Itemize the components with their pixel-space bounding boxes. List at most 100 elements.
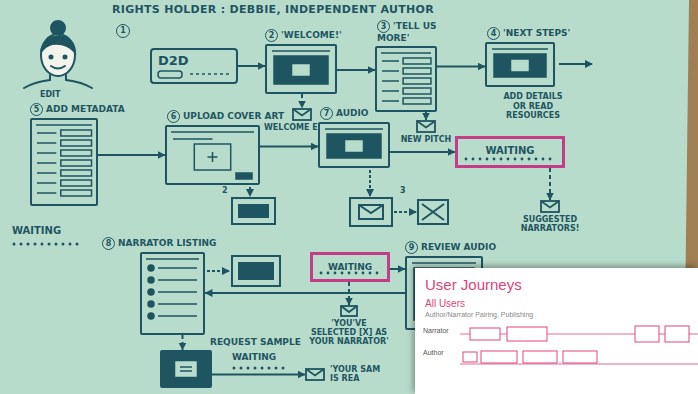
- sketch-circle: [479, 158, 482, 161]
- screen-heading: 4'NEXT STEPS': [487, 27, 592, 40]
- wireframe-strokes: [417, 121, 435, 132]
- screen-title: REQUEST SAMPLE: [210, 337, 301, 347]
- wireframe-strokes: [272, 51, 330, 84]
- step-number: 2: [265, 29, 278, 42]
- sketch-circle: [542, 158, 545, 161]
- step-number: 3: [377, 20, 390, 33]
- platform-box: D2D: [150, 48, 238, 84]
- wireframe-strokes: [293, 109, 311, 120]
- sketch-circle: [521, 158, 524, 161]
- sketch-rect: [403, 78, 431, 84]
- sketch-rect: [507, 327, 547, 341]
- waiting-text: WAITING: [328, 262, 372, 272]
- sketch-rect: [481, 351, 517, 363]
- wireframe-screen: 4'NEXT STEPS': [485, 42, 555, 87]
- wireframe-screen: [232, 198, 275, 224]
- dot-row: [14, 243, 82, 246]
- callout-number: 2: [222, 186, 228, 196]
- wireframe-detail: [32, 120, 96, 204]
- row-label: Author: [423, 349, 444, 357]
- wireframe-detail: [416, 120, 436, 133]
- sketch-rect: [236, 173, 252, 179]
- wireframe-screen: [232, 256, 280, 286]
- sketch-circle: [327, 272, 330, 275]
- wireframe-detail: [267, 46, 335, 92]
- sketch-rect: [293, 109, 311, 120]
- screen-fill: [238, 204, 269, 218]
- sketch-line: [272, 50, 330, 52]
- row-label: Narrator: [423, 327, 449, 335]
- wireframe-strokes: [465, 158, 552, 161]
- sketch-rect: [512, 61, 528, 71]
- step-number: 5: [30, 103, 43, 116]
- sketch-rect: [494, 54, 546, 77]
- dot-row: [234, 367, 290, 370]
- sketch-rect: [403, 88, 431, 94]
- sketch-rect: [341, 306, 357, 316]
- callout-number: 3: [400, 186, 406, 196]
- sketch-rect: [194, 144, 230, 170]
- wireframe-detail: [487, 44, 553, 85]
- wireframe-screen: 2'WELCOME!': [265, 44, 337, 94]
- sketch-rect: [61, 160, 92, 166]
- waiting-box: WAITING: [310, 252, 390, 282]
- wireframe-strokes: [325, 129, 383, 158]
- envelope-icon: [359, 205, 383, 219]
- author-portrait: [24, 21, 92, 88]
- sketch-path: [208, 152, 218, 162]
- step-number: 8: [102, 237, 115, 250]
- sketch-line: [382, 70, 399, 72]
- hair: [41, 36, 75, 52]
- wireframe-strokes: [306, 369, 324, 380]
- sketch-line: [382, 60, 399, 62]
- wireframe-detail: [162, 352, 210, 386]
- sketch-line: [382, 80, 399, 82]
- sketch-line: [382, 90, 399, 92]
- sketch-circle: [369, 272, 372, 275]
- wireframe-screen: 6UPLOAD COVER ART: [165, 125, 260, 185]
- sketch-rect: [61, 140, 92, 146]
- screen-heading: 9REVIEW AUDIO: [405, 241, 505, 254]
- waiting-box: WAITING: [455, 136, 565, 168]
- sketch-line: [158, 303, 197, 305]
- sketch-rect: [463, 352, 477, 362]
- sketch-line: [37, 152, 56, 154]
- step-number: 6: [167, 110, 180, 123]
- sketch-line: [36, 124, 92, 126]
- step-number: 4: [487, 27, 500, 40]
- sketch-path: [341, 306, 357, 312]
- screen-title: UPLOAD COVER ART: [183, 111, 284, 121]
- sketch-line: [412, 262, 476, 264]
- eye: [64, 56, 67, 59]
- sketch-circle: [355, 272, 358, 275]
- mouth: [51, 66, 65, 69]
- wireframe-screen: 5ADD METADATA: [30, 118, 98, 206]
- screen-heading: 2'WELCOME!': [265, 29, 360, 42]
- sketch-circle: [334, 272, 337, 275]
- email-envelope: 'YOUR SAM IS REA: [305, 368, 325, 381]
- sketch-rect: [61, 190, 92, 196]
- wireframe-strokes: [492, 49, 548, 77]
- eye: [50, 56, 53, 59]
- sketch-line: [158, 267, 197, 269]
- wireframe-strokes: [541, 201, 559, 212]
- panel-subtitle: All Users: [425, 298, 688, 310]
- sketch-line: [382, 100, 399, 102]
- sketch-rect: [293, 65, 309, 75]
- flow-arrow: [238, 65, 265, 67]
- wireframe-detail: [167, 127, 258, 183]
- sketch-line: [171, 131, 254, 133]
- box-text: WAITING: [485, 145, 534, 156]
- email-caption: 'YOU'VE SELECTED [X] AS YOUR NARRATOR': [308, 319, 390, 347]
- flow-arrow: [390, 268, 405, 270]
- screen-heading: 7AUDIO: [320, 107, 390, 120]
- sketch-rect: [346, 141, 362, 151]
- sketch-circle: [148, 289, 154, 295]
- flow-arrow: [301, 94, 303, 108]
- sketch-line: [37, 182, 56, 184]
- sketch-rect: [403, 58, 431, 64]
- flow-arrow: [212, 374, 305, 376]
- flow-arrow: [98, 154, 165, 156]
- sketch-rect: [523, 351, 557, 363]
